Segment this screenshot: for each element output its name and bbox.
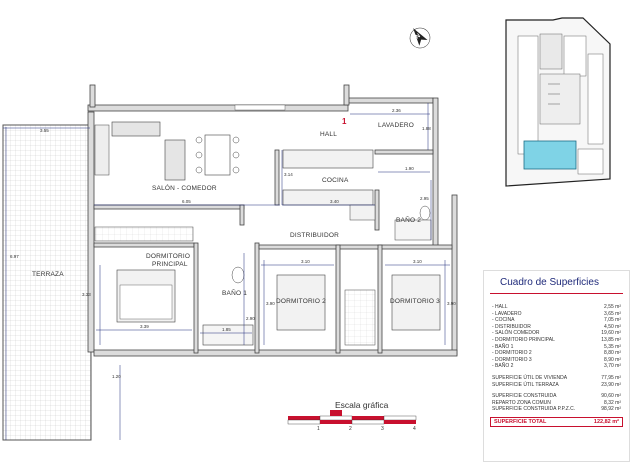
scale-tick: 4 <box>413 426 416 432</box>
dim-label: 2.90 <box>246 316 255 321</box>
scale-title: Escala gráfica <box>335 400 389 410</box>
dim-label: 6.05 <box>182 199 191 204</box>
row-value: 7,05 m² <box>604 317 621 324</box>
dim-label: 3.90 <box>266 301 275 306</box>
scale-tick: 2 <box>349 426 352 432</box>
row-label: SUPERFICIE CONSTRUIDA <box>492 393 557 400</box>
north-arrow-icon: N <box>409 27 431 49</box>
dim-label: 3.33 <box>82 292 91 297</box>
dim-label: 2.95 <box>420 196 429 201</box>
table-row: - DORMITORIO 2 8,80 m² <box>484 350 629 357</box>
dim-label: 1.90 <box>405 166 414 171</box>
scale-tick: 1 <box>317 426 320 432</box>
table-row: - HALL 2,55 m² <box>484 304 629 311</box>
table-row: - DISTRIBUIDOR 4,50 m² <box>484 324 629 331</box>
row-value: 3,65 m² <box>604 310 621 317</box>
room-label-salon-comedor: SALÓN - COMEDOR <box>152 183 217 192</box>
room-label-cocina: COCINA <box>322 177 349 184</box>
table-row: SUPERFICIE CONSTRUIDA 90,60 m² <box>484 393 629 400</box>
row-value: 23,90 m² <box>601 381 621 388</box>
row-value: 3,70 m² <box>604 363 621 370</box>
table-row: - DORMITORIO 3 8,90 m² <box>484 357 629 364</box>
scale-bar: 1 2 3 4 <box>287 410 417 432</box>
row-label: SUPERFICIE ÚTIL DE VIVIENDA <box>492 374 568 381</box>
dimension-lines <box>3 103 450 440</box>
dim-label: 3.40 <box>330 199 339 204</box>
total-label: SUPERFICIE TOTAL <box>494 418 547 425</box>
dim-label: 1.85 <box>222 327 231 332</box>
row-label: SUPERFICIE CONSTRUIDA P.P.Z.C. <box>492 406 576 413</box>
room-label-hall: HALL <box>320 131 337 138</box>
room-label-dormitorio-principal-1: DORMITORIO <box>146 253 190 260</box>
key-plan <box>505 17 611 187</box>
room-label-bano-1: BAÑO 1 <box>222 288 247 297</box>
table-row: SUPERFICIE CONSTRUIDA P.P.Z.C. 98,92 m² <box>484 406 629 413</box>
row-value: 5,35 m² <box>604 343 621 350</box>
dim-label: 3.10 <box>413 259 422 264</box>
dim-label: 3.10 <box>301 259 310 264</box>
total-row: SUPERFICIE TOTAL 122,82 m² <box>490 416 623 427</box>
row-label: - HALL <box>492 304 508 310</box>
room-label-distribuidor: DISTRIBUIDOR <box>290 232 339 239</box>
table-row: REPARTO ZONA COMUN 8,32 m² <box>484 400 629 407</box>
dim-label: 3.55 <box>40 128 49 133</box>
row-value: 8,32 m² <box>604 399 621 406</box>
row-value: 19,60 m² <box>601 330 621 337</box>
floor-plan: TERRAZA SALÓN - COMEDOR COCINA HA <box>2 27 458 441</box>
table-row: - LAVADERO 3,65 m² <box>484 311 629 318</box>
row-label: - DORMITORIO 2 <box>492 350 532 357</box>
row-value: 8,90 m² <box>604 356 621 363</box>
row-label: - DORMITORIO PRINCIPAL <box>492 336 555 343</box>
row-label: - COCINA <box>492 317 515 324</box>
room-label-bano-2: BAÑO 2 <box>396 215 421 224</box>
terraza-area <box>2 124 92 441</box>
dim-label: 3.90 <box>447 301 456 306</box>
dim-label: 1.20 <box>112 374 121 379</box>
dim-label: 2.36 <box>392 108 401 113</box>
room-label-dormitorio-principal-2: PRINCIPAL <box>152 261 188 268</box>
room-label-dormitorio-2: DORMITORIO 2 <box>276 298 326 305</box>
row-label: REPARTO ZONA COMUN <box>492 399 551 406</box>
row-value: 13,85 m² <box>601 336 621 343</box>
room-label-lavadero: LAVADERO <box>378 122 414 129</box>
unit-number: 1 <box>342 117 347 126</box>
row-label: - BAÑO 2 <box>492 363 514 370</box>
surfaces-title: Cuadro de Superficies <box>490 271 623 294</box>
dim-label: 1.88 <box>422 126 431 131</box>
row-label: - DISTRIBUIDOR <box>492 323 531 330</box>
dim-label: 6.97 <box>10 254 19 259</box>
row-value: 4,50 m² <box>604 323 621 330</box>
table-row: - BAÑO 2 3,70 m² <box>484 363 629 370</box>
room-label-terraza: TERRAZA <box>32 271 64 278</box>
row-value: 2,55 m² <box>604 304 621 310</box>
table-row: - COCINA 7,05 m² <box>484 317 629 324</box>
dim-label: 3.14 <box>284 172 293 177</box>
row-label: - DORMITORIO 3 <box>492 356 532 363</box>
total-value: 122,82 m² <box>593 418 619 425</box>
table-row: SUPERFICIE ÚTIL DE VIVIENDA 77,95 m² <box>484 375 629 382</box>
table-row: - SALÓN COMEDOR 19,60 m² <box>484 330 629 337</box>
row-value: 90,60 m² <box>601 393 621 400</box>
dim-label: 3.39 <box>140 324 149 329</box>
scale-tick: 3 <box>381 426 384 432</box>
table-row: SUPERFICIE ÚTIL TERRAZA 23,90 m² <box>484 382 629 389</box>
row-value: 77,95 m² <box>601 374 621 381</box>
svg-text:N: N <box>415 33 422 40</box>
room-label-dormitorio-3: DORMITORIO 3 <box>390 298 440 305</box>
table-row: - BAÑO 1 5,35 m² <box>484 344 629 351</box>
table-row: - DORMITORIO PRINCIPAL 13,85 m² <box>484 337 629 344</box>
row-label: SUPERFICIE ÚTIL TERRAZA <box>492 381 559 388</box>
row-label: - LAVADERO <box>492 310 522 317</box>
row-label: - SALÓN COMEDOR <box>492 330 540 337</box>
row-value: 98,92 m² <box>601 406 621 413</box>
highlighted-unit <box>523 140 577 170</box>
row-label: - BAÑO 1 <box>492 343 514 350</box>
dimension-labels: 3.55 6.97 2.36 1.88 3.14 1.90 6.05 3.40 … <box>10 108 456 379</box>
row-value: 8,80 m² <box>604 350 621 357</box>
surfaces-table: Cuadro de Superficies - HALL 2,55 m² - LA… <box>483 270 630 462</box>
